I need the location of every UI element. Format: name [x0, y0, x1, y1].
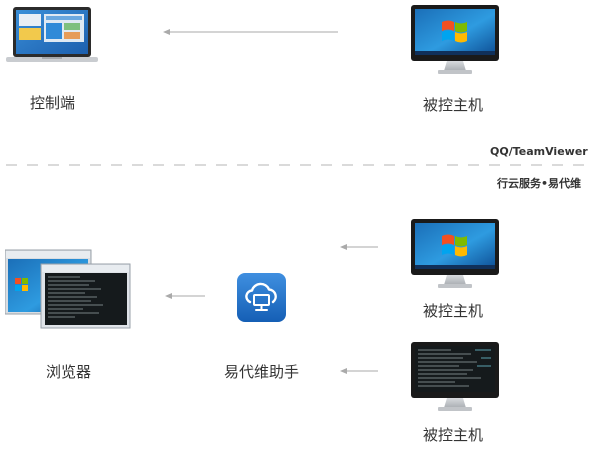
arrow-to-browser — [165, 291, 205, 301]
section-label-top: QQ/TeamViewer — [490, 145, 588, 158]
arrow-from-bottom-host — [340, 366, 380, 376]
cloud-monitor-app-icon — [237, 273, 286, 322]
monitor-terminal-icon — [411, 342, 499, 412]
controlled-host-label-bottom: 被控主机 — [423, 426, 484, 444]
section-label-bottom: 行云服务•易代维 — [497, 177, 582, 190]
arrow-to-controller — [163, 27, 339, 37]
dashed-divider — [6, 163, 591, 167]
monitor-windows-icon — [411, 219, 499, 289]
arrow-from-mid-host — [340, 242, 380, 252]
controlled-host-label-top: 被控主机 — [423, 96, 484, 114]
browser-windows-icon — [5, 248, 131, 330]
browser-label: 浏览器 — [46, 363, 92, 381]
laptop-icon — [6, 6, 98, 64]
controlled-host-label-mid: 被控主机 — [423, 302, 484, 320]
controller-label: 控制端 — [30, 94, 76, 112]
assistant-label: 易代维助手 — [224, 363, 300, 381]
monitor-windows-icon — [411, 5, 499, 75]
